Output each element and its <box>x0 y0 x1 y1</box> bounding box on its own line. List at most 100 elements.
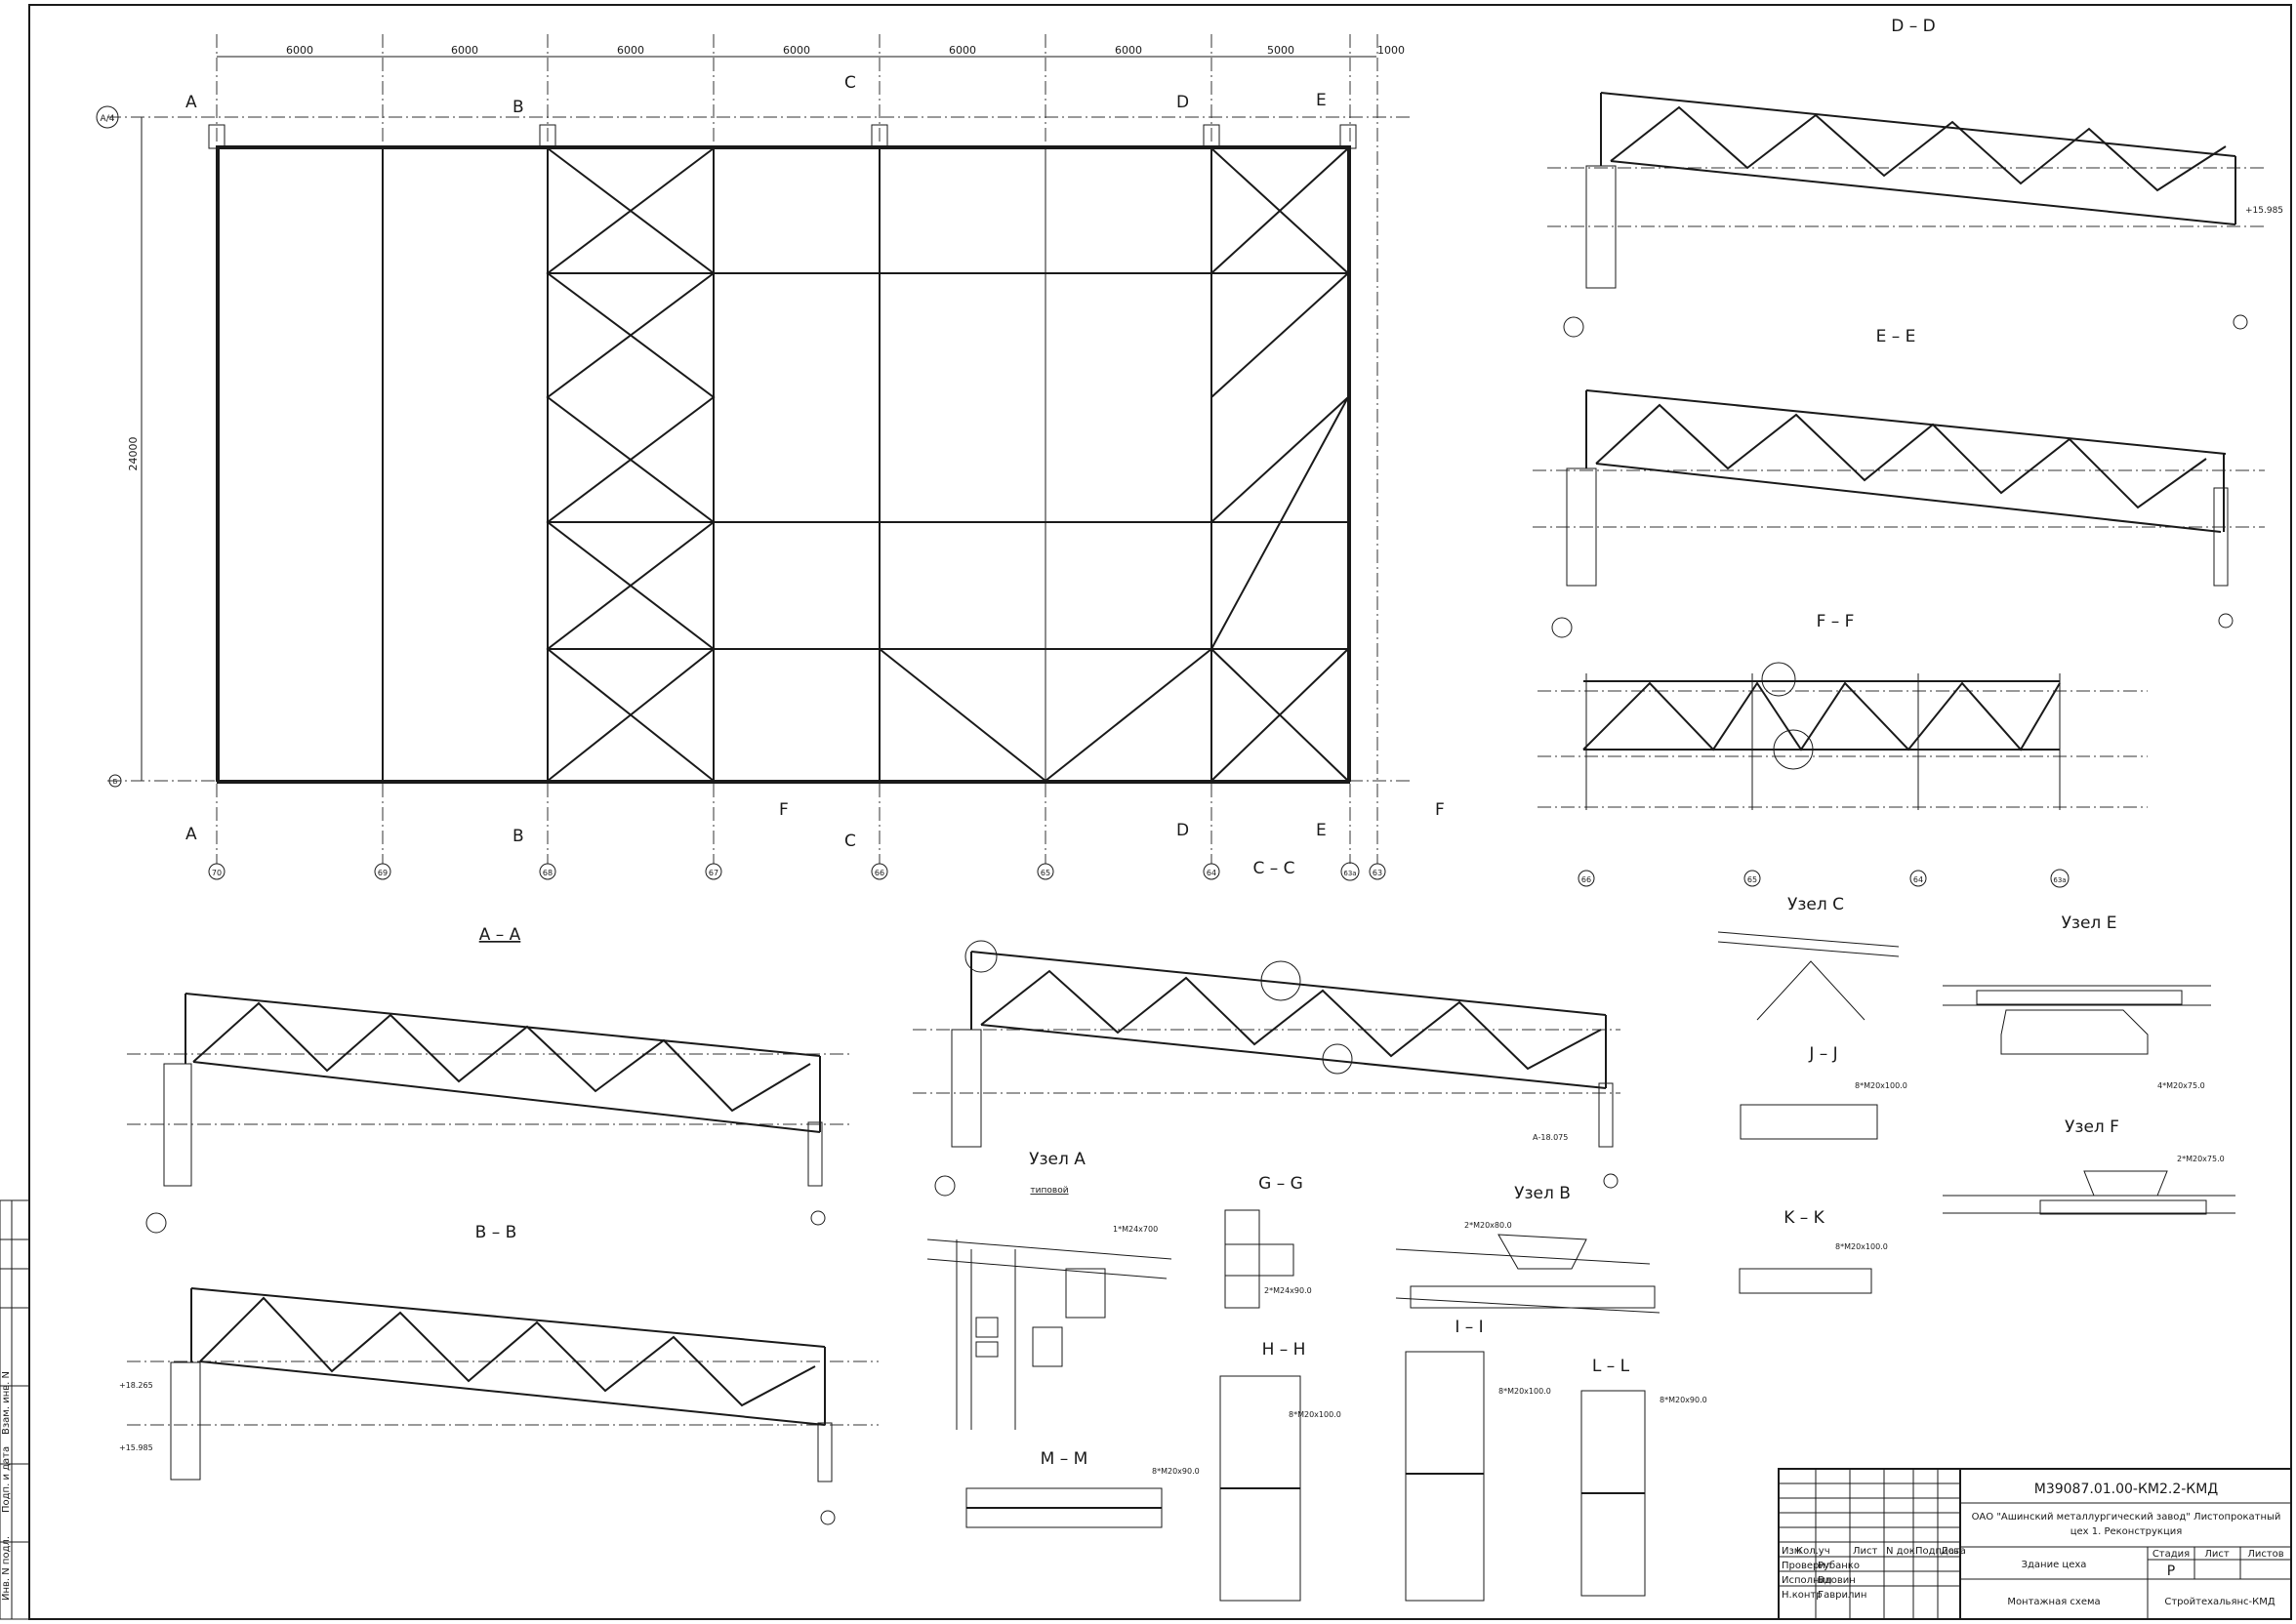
view-dd: D – D +15.985 <box>1547 17 2283 338</box>
node-a: Узел А типовой 1*М24х700 <box>926 1150 1172 1430</box>
row-axis-a4: А/4 <box>101 114 115 124</box>
row-axis-b: Б <box>113 778 118 786</box>
col-axis-63a: 63а <box>1343 870 1356 877</box>
mm-bolts: 8*М20х90.0 <box>1152 1467 1200 1476</box>
b-bolts: 2*М20х80.0 <box>1464 1221 1512 1230</box>
stamp-r2-name: Вдовин <box>1818 1575 1856 1586</box>
view-ll-title: L – L <box>1592 1357 1630 1376</box>
cut-b-top: В <box>512 98 524 117</box>
view-gg-title: G – G <box>1258 1174 1303 1194</box>
view-kk: K – K 8*М20х100.0 <box>1739 1208 1888 1294</box>
view-cc: А-18.075 <box>913 940 1620 1197</box>
node-f-title: Узел F <box>2065 1117 2119 1137</box>
node-f: Узел F 2*М20х75.0 <box>1943 1117 2235 1215</box>
kk-bolts: 8*М20х100.0 <box>1835 1242 1888 1251</box>
view-cc-title: С – С <box>1252 859 1294 878</box>
view-ee: Е – Е <box>1533 327 2265 638</box>
plan-dim-3: 6000 <box>617 44 644 57</box>
plan-view: 6000 6000 6000 6000 6000 6000 5000 1000 … <box>96 34 1445 881</box>
col-axis-64: 64 <box>1207 869 1216 877</box>
stamp-stage: Р <box>2167 1563 2175 1579</box>
view-aa-title: А – А <box>479 925 521 945</box>
plan-dim-7: 5000 <box>1267 44 1294 57</box>
plan-height-dim: 24000 <box>127 437 140 471</box>
view-jj-title: J – J <box>1808 1044 1837 1064</box>
stamp-r0-c3: Лист <box>1853 1546 1878 1557</box>
cut-e-top: Е <box>1316 91 1327 110</box>
cut-f-left: F <box>779 800 789 820</box>
cut-marks: А А В В С С D D Е Е F F <box>185 73 1445 851</box>
stamp-r0-c6: Дата <box>1941 1546 1966 1557</box>
cut-b-bot: В <box>512 827 524 846</box>
hh-bolts: 8*М20х100.0 <box>1289 1410 1341 1419</box>
stamp-r0-c5: Подпись <box>1915 1546 1959 1557</box>
node-a-sub: типовой <box>1030 1186 1068 1196</box>
stamp-list-h: Лист <box>2204 1549 2230 1560</box>
col-axis-65: 65 <box>1041 869 1050 877</box>
node-a-title: Узел А <box>1029 1150 1086 1169</box>
view-ll: L – L 8*М20х90.0 <box>1580 1357 1707 1597</box>
plan-dim-5: 6000 <box>949 44 976 57</box>
ll-bolts: 8*М20х90.0 <box>1660 1396 1707 1404</box>
gg-bolt-2: 2*М24х90.0 <box>1264 1286 1312 1295</box>
view-ii: I – I 8*М20х100.0 <box>1405 1318 1551 1602</box>
cut-a-bot: А <box>185 825 197 844</box>
stamp-r3-name: Гаврилин <box>1818 1590 1866 1601</box>
view-mm: M – M 8*М20х90.0 <box>965 1449 1200 1528</box>
view-hh-title: H – H <box>1262 1340 1306 1360</box>
cut-f-right: F <box>1435 800 1445 820</box>
node-e-title: Узел Е <box>2062 914 2117 933</box>
stamp-sheet: Монтажная схема <box>2007 1597 2100 1607</box>
stamp-stage-h: Стадия <box>2152 1549 2190 1560</box>
view-jj: J – J 8*М20х100.0 <box>1740 1044 1907 1140</box>
stamp-r2-role: Исполнил <box>1782 1575 1831 1586</box>
col-axis-69: 69 <box>378 869 388 877</box>
cut-d-bot: D <box>1176 821 1189 840</box>
jj-bolts: 8*М20х100.0 <box>1855 1081 1907 1090</box>
cut-d-top: D <box>1176 93 1189 112</box>
stamp-org: ОАО "Ашинский металлургический завод" Ли… <box>1972 1512 2281 1522</box>
e-bolts: 4*М20х75.0 <box>2157 1081 2205 1090</box>
gg-bolt-1: 1*М24х700 <box>1113 1225 1158 1234</box>
stamp-lists-h: Листов <box>2247 1549 2283 1560</box>
side-stamp: Взам. инв. N Подп. и дата Инв. N подл. <box>0 1199 30 1620</box>
view-gg: G – G 2*М24х90.0 <box>1224 1174 1312 1309</box>
plan-dim-6: 6000 <box>1115 44 1142 57</box>
view-mm-title: M – M <box>1041 1449 1088 1469</box>
view-ii-title: I – I <box>1455 1318 1483 1337</box>
ff-axis-65: 65 <box>1747 875 1757 884</box>
ff-axis-64: 64 <box>1913 875 1923 884</box>
node-b: Узел В 2*М20х80.0 <box>1395 1184 1660 1314</box>
view-bb-title: В – В <box>475 1223 517 1242</box>
ff-axis-63a: 63а <box>2053 876 2066 884</box>
col-axis-66: 66 <box>875 869 884 877</box>
plan-dims: 6000 6000 6000 6000 6000 6000 5000 1000 <box>216 34 1405 864</box>
dd-mark: +15.985 <box>2245 206 2283 216</box>
sheet-border <box>28 4 2292 1620</box>
stamp-r1-name: Рубанко <box>1818 1561 1860 1571</box>
view-ff: F – F 66 65 64 63а С – С <box>1252 612 2148 888</box>
stamp-r1-role: Проверил <box>1782 1561 1831 1571</box>
cut-e-bot: Е <box>1316 821 1327 840</box>
plan-dim-2: 6000 <box>451 44 478 57</box>
view-ff-title: F – F <box>1817 612 1855 631</box>
side-stamp-2: Подп. и дата <box>1 1446 12 1513</box>
cc-mark: А-18.075 <box>1533 1133 1568 1142</box>
plan-dim-4: 6000 <box>783 44 810 57</box>
ii-bolts: 8*М20х100.0 <box>1498 1387 1551 1396</box>
stamp-building: Здание цеха <box>2022 1560 2087 1570</box>
plan-dim-8: 1000 <box>1377 44 1405 57</box>
cut-a-top: А <box>185 93 197 112</box>
bb-top-mark: +18.265 <box>119 1381 153 1390</box>
col-axis-68: 68 <box>543 869 553 877</box>
plan-dim-1: 6000 <box>286 44 313 57</box>
col-axis-70: 70 <box>212 869 222 877</box>
bb-bot-mark: +15.985 <box>119 1443 153 1452</box>
stamp-company: Стройтехальянс-КМД <box>2164 1597 2275 1607</box>
stamp-r0-c4: N док <box>1886 1546 1915 1557</box>
cut-c-top: С <box>844 73 856 93</box>
side-stamp-1: Взам. инв. N <box>1 1371 12 1435</box>
node-e: Узел Е 4*М20х75.0 <box>1943 914 2211 1090</box>
col-axes: 70 69 68 67 66 65 64 63а 63 <box>208 862 1386 881</box>
